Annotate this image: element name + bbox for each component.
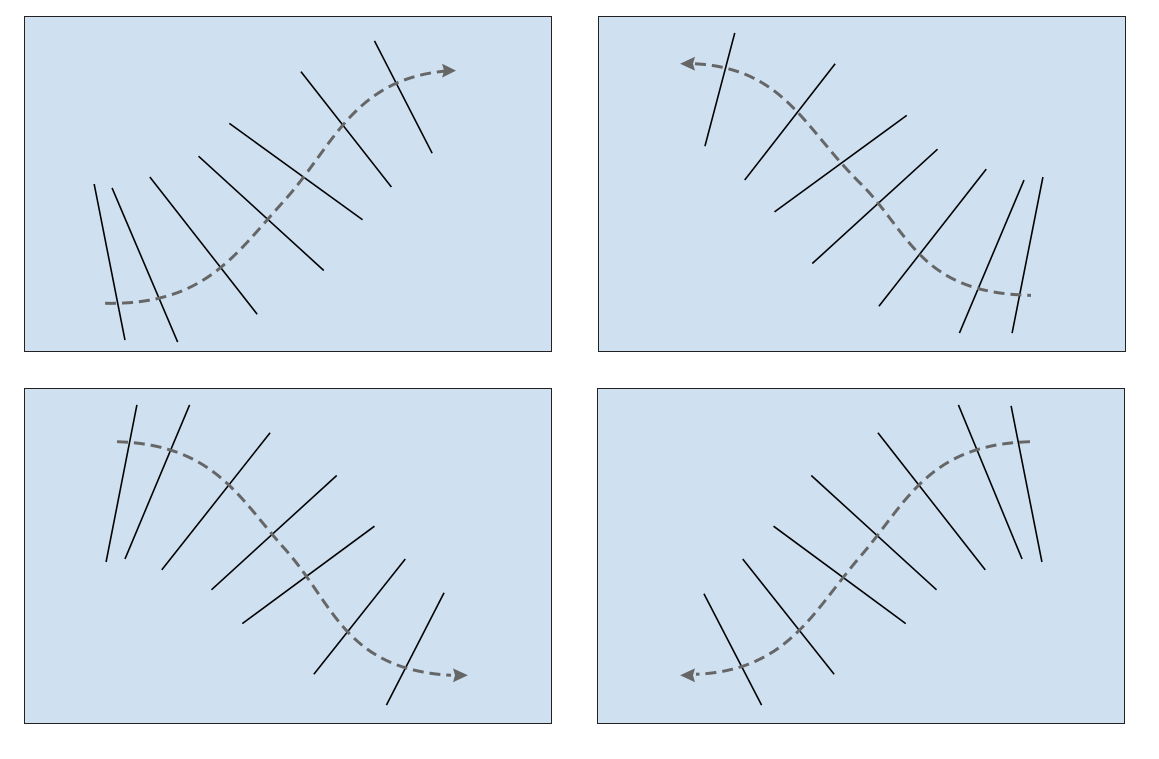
slash-line bbox=[742, 558, 835, 675]
slash-line bbox=[703, 593, 763, 706]
slash-line bbox=[241, 525, 375, 625]
slash-line bbox=[210, 474, 338, 591]
slash-line bbox=[774, 114, 908, 213]
slash-line bbox=[149, 176, 258, 315]
slash-line bbox=[810, 474, 938, 591]
slash-line bbox=[228, 122, 364, 221]
slash-line bbox=[385, 592, 445, 706]
diagram-canvas bbox=[680, 32, 1044, 334]
arrowhead bbox=[442, 63, 456, 78]
diagram-canvas bbox=[680, 404, 1043, 706]
dashed-path bbox=[116, 440, 452, 677]
arrowhead bbox=[453, 668, 468, 683]
slash-line bbox=[877, 432, 986, 571]
slash-line bbox=[124, 404, 191, 560]
slash-line bbox=[197, 155, 325, 272]
arrowhead bbox=[680, 56, 695, 71]
slash-line bbox=[105, 404, 138, 563]
slash-line bbox=[744, 63, 836, 181]
dashed-path bbox=[695, 440, 1031, 676]
panel-top-right bbox=[598, 16, 1126, 352]
slash-line bbox=[958, 179, 1025, 334]
slash-line bbox=[1011, 176, 1044, 334]
diagram-canvas bbox=[105, 404, 468, 706]
slash-line bbox=[704, 32, 736, 147]
slash-line bbox=[1010, 405, 1043, 563]
slash-line bbox=[811, 148, 939, 265]
panel-bottom-left bbox=[24, 388, 552, 724]
slash-line bbox=[111, 187, 179, 343]
panel-bottom-right bbox=[597, 388, 1125, 724]
slash-line bbox=[313, 558, 406, 675]
panel-top-left bbox=[24, 16, 552, 352]
slash-line bbox=[373, 40, 433, 154]
diagram-canvas bbox=[93, 40, 456, 343]
dashed-path bbox=[694, 62, 1032, 297]
dashed-path bbox=[105, 69, 452, 305]
slash-line bbox=[878, 168, 987, 307]
slash-line bbox=[773, 525, 907, 625]
slash-line bbox=[957, 404, 1023, 560]
arrowhead bbox=[680, 668, 695, 683]
slash-line bbox=[161, 432, 271, 571]
slash-line bbox=[300, 71, 393, 188]
slash-line bbox=[93, 183, 126, 341]
